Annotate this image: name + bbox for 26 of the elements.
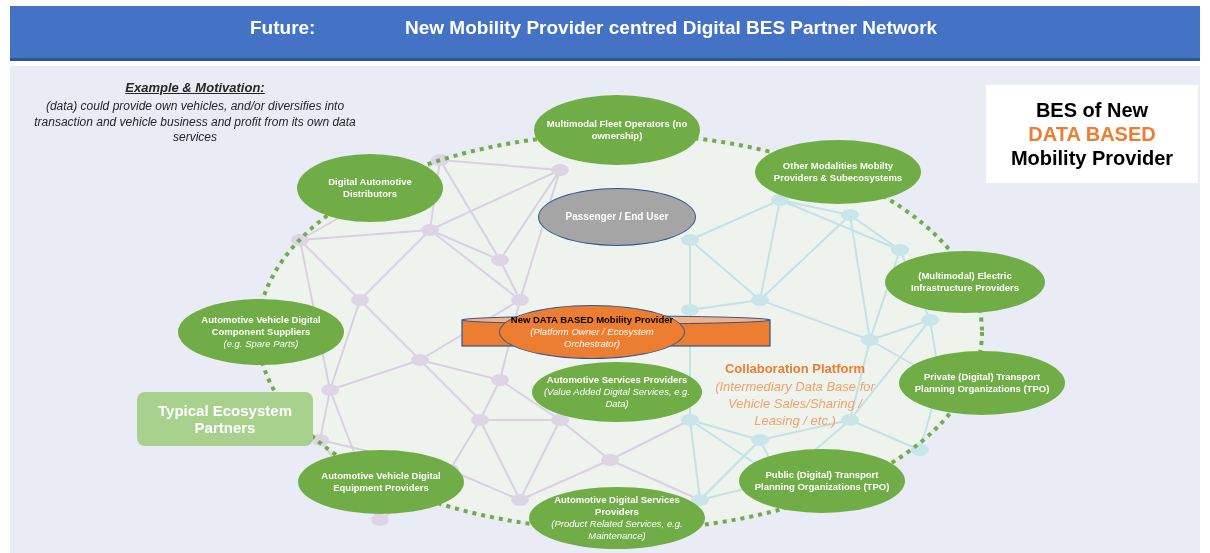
node-label: New DATA BASED Mobility Provider	[510, 314, 674, 327]
heading-line: BES of New	[1035, 98, 1149, 122]
node-subtext: (Value Added Digital Services, e.g. Data)	[542, 386, 692, 410]
note-heading: Example & Motivation:	[124, 80, 266, 97]
node-label: (Multimodal) Electric Infrastructure Providers	[909, 270, 1021, 294]
heading-line: Mobility Provider	[1010, 146, 1174, 170]
node-label: Private (Digital) Transport Planning Organizations (TPO)	[913, 371, 1051, 395]
title-prefix: Future:	[250, 17, 316, 39]
node-label: Automotive Services Providers	[546, 374, 688, 387]
node-label: Multimodal Fleet Operators (no ownership)	[545, 118, 689, 142]
heading-line: DATA BASED	[1028, 122, 1156, 146]
node-label: Digital Automotive Distributors	[327, 176, 413, 200]
node-label: Automotive Digital Services Providers	[553, 494, 681, 518]
node-label: Automotive Vehicle Digital Equipment Providers	[320, 470, 442, 494]
title: New Mobility Provider centred Digital BES Partner Network	[405, 17, 938, 39]
node-subtext: (Platform Owner / Ecosystem Orchestrator)	[529, 326, 655, 350]
node-label: Other Modalities Mobilty Providers & Subecosystems	[772, 160, 904, 184]
category-tag: Typical Ecosystem Partners	[137, 392, 313, 446]
node-subtext: (Product Related Services, e.g. Maintenance)	[550, 518, 684, 542]
node-subtext: (e.g. Spare Parts)	[223, 337, 299, 350]
node-label: Automotive Vehicle Digital Component Suppliers	[200, 314, 322, 338]
node-label: Public (Digital) Transport Planning Organizations (TPO)	[753, 469, 891, 493]
note-text: (data) could provide own vehicles, and/or diversifies into transaction and vehicle business and profit from its own data services	[33, 99, 357, 146]
platform-heading: Collaboration Platform	[723, 361, 867, 378]
node-label: Passenger / End User	[565, 210, 669, 224]
platform-description: (Intermediary Data Base for Vehicle Sales/Sharing / Leasing / etc.)	[714, 379, 877, 430]
